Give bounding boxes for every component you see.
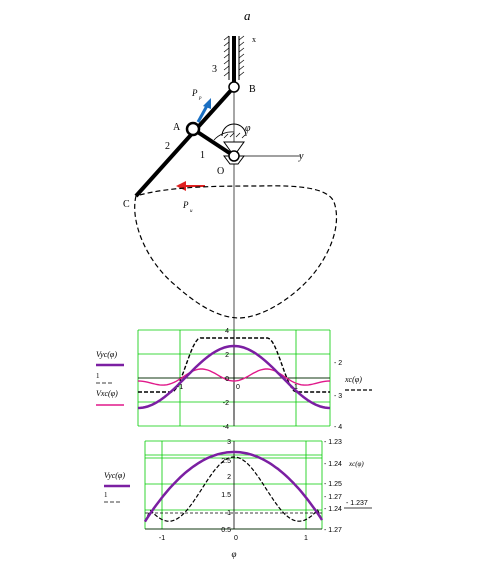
force-pu-arrow xyxy=(176,181,205,191)
chart-1-legend-vxc: Vxc(φ) xyxy=(96,389,118,398)
chart-2-right-tick: - 1.23 xyxy=(324,439,342,446)
trajectory-c xyxy=(134,185,338,319)
force-pp-subscript: p xyxy=(198,96,202,101)
chart-1-right-tick: - 3 xyxy=(334,393,342,400)
chart-2-right-tick: - 1.27 xyxy=(324,494,342,501)
angle-arc xyxy=(213,131,235,141)
link-2-label: 2 xyxy=(165,141,170,152)
link-1 xyxy=(191,127,236,158)
chart-1-ytick: 0 xyxy=(225,376,229,383)
chart-2-xlabel: φ xyxy=(232,549,237,559)
force-pp-arrow xyxy=(196,98,211,123)
chart-1: 4 2 0 -2 -4 -1 0 1 - 2 - 3 - 4 Vyc(φ) 1 … xyxy=(96,328,372,431)
chart-1-legend-xc: xc(φ) xyxy=(344,375,362,384)
chart-2-xtick: -1 xyxy=(159,535,165,542)
link-2 xyxy=(134,85,236,198)
chart-1-series-vyc xyxy=(137,344,331,410)
link-1-label: 1 xyxy=(200,150,205,161)
chart-1-right-tick: - 4 xyxy=(334,424,342,431)
chart-2-legend-1: 1 xyxy=(104,491,108,499)
chart-1-legend-1: 1 xyxy=(96,372,100,380)
chart-2-right-tick: - 1.25 xyxy=(324,481,342,488)
chart-1-xtick: 1 xyxy=(294,384,298,391)
chart-2-legend-vyc: Vyc(φ) xyxy=(104,471,125,480)
point-a-label: A xyxy=(173,122,181,133)
angle-label: φ xyxy=(245,123,251,134)
chart-2-right-tick: - 1.24 xyxy=(324,461,342,468)
chart-2-xtick: 0 xyxy=(234,535,238,542)
chart-2-series-vyc xyxy=(143,450,324,523)
chart-1-ytick: 4 xyxy=(225,328,229,335)
joint-o xyxy=(228,150,240,162)
chart-2-ytick: 0.5 xyxy=(221,527,231,534)
chart-1-ytick: -2 xyxy=(223,400,229,407)
chart-2-right-tick: - 1.27 xyxy=(324,527,342,534)
link-3-label: 3 xyxy=(212,64,217,75)
chart-2-xtick: 1 xyxy=(304,535,308,542)
force-pu-subscript: u xyxy=(190,209,193,214)
chart-2-ytick: 1 xyxy=(227,510,231,517)
force-pp-label: P xyxy=(191,88,198,98)
point-o-label: O xyxy=(217,166,224,177)
chart-2-ytick: 3 xyxy=(227,439,231,446)
point-c-label: C xyxy=(123,199,130,210)
figure-title: a xyxy=(244,8,251,23)
slider-guide xyxy=(223,35,245,80)
chart-1-legend-vyc: Vyc(φ) xyxy=(96,350,117,359)
chart-2-right-tick: - 1.24 xyxy=(324,506,342,513)
chart-2: 3 2.5 2 1.5 1 0.5 -1 0 1 φ - 1.23 - 1.24… xyxy=(104,439,372,559)
chart-1-xtick: -1 xyxy=(177,384,183,391)
chart-1-ytick: -4 xyxy=(223,424,229,431)
point-b-label: B xyxy=(249,84,256,95)
chart-2-series-xc xyxy=(144,456,323,523)
force-pu-label: P xyxy=(182,200,189,210)
chart-2-legend-xc: xc(φ) xyxy=(348,460,364,468)
chart-2-ytick: 2.5 xyxy=(221,458,231,465)
chart-1-ytick: 2 xyxy=(225,352,229,359)
chart-1-series-vxc xyxy=(137,368,331,386)
joint-a xyxy=(185,121,201,137)
chart-2-right-extra-tick: - 1.237 xyxy=(346,500,368,507)
chart-1-right-tick: - 2 xyxy=(334,360,342,367)
chart-1-xtick: 0 xyxy=(236,384,240,391)
chart-2-ytick: 1.5 xyxy=(221,492,231,499)
joint-b xyxy=(228,81,240,93)
x-axis-label: x xyxy=(252,35,256,44)
chart-2-ytick: 2 xyxy=(227,474,231,481)
y-axis-label: y xyxy=(298,151,304,162)
